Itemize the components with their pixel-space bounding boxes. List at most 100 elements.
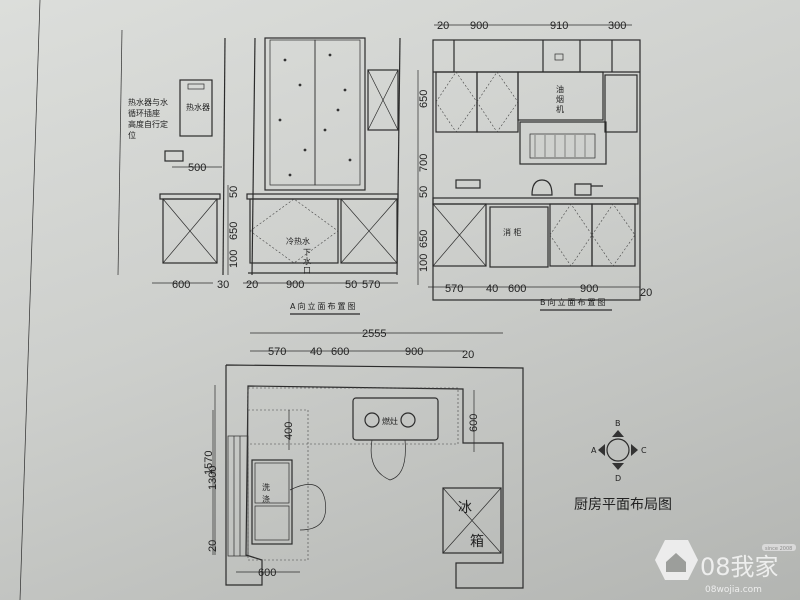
dim-label: 900 xyxy=(470,20,488,32)
home-icon xyxy=(666,553,686,572)
dim-label: 20 xyxy=(246,279,258,291)
wall-cabinet xyxy=(435,71,478,133)
elevation-a: 冷热水 下 水 口 20 900 50 570 A向立面布置图 xyxy=(243,37,401,315)
drain-label: 口 xyxy=(303,266,311,275)
range-hood xyxy=(519,121,607,165)
elevation-a-title: A向立面布置图 xyxy=(290,301,357,311)
water-label: 冷热水 xyxy=(286,236,310,246)
stove-label: 燃灶 xyxy=(382,416,398,426)
dim-label: 650 xyxy=(418,230,430,248)
refrigerator xyxy=(442,487,502,554)
dim-label: 600 xyxy=(258,567,276,579)
window xyxy=(264,37,366,191)
drain-label: 下 xyxy=(303,248,311,257)
countertop xyxy=(432,197,639,205)
kitchen-plan: 2555 570 40 600 900 20 燃灶 洗 涤 冰 箱 1570 1… xyxy=(203,328,524,589)
kettle-icon xyxy=(531,179,553,196)
dim-label: 900 xyxy=(580,283,598,295)
burner-icon xyxy=(364,412,380,428)
compass: B A C D xyxy=(591,419,647,483)
wall-cabinet xyxy=(604,74,638,133)
watermark-since: since 2008 xyxy=(765,546,792,552)
dim-label: 600 xyxy=(508,283,526,295)
heater-note: 位 xyxy=(128,130,136,140)
dim-label: 20 xyxy=(437,20,449,32)
dim-label: 570 xyxy=(268,346,286,358)
sink-label: 洗 xyxy=(262,482,270,492)
disinfect-label: 消 柜 xyxy=(503,227,522,237)
person-figure xyxy=(289,484,327,531)
dim-label: 30 xyxy=(217,279,229,291)
base-cabinet xyxy=(162,198,218,264)
heater-note: 热水器与水 xyxy=(128,97,168,107)
dim-label: 40 xyxy=(486,283,498,295)
heater-note: 高度自行定 xyxy=(128,119,168,129)
base-cabinet xyxy=(340,198,398,264)
heater-note: 循环插座 xyxy=(128,108,160,118)
dim-label: 650 xyxy=(418,90,430,108)
hood-label: 机 xyxy=(556,104,564,114)
dim-label: 600 xyxy=(172,279,190,291)
base-cabinet xyxy=(591,203,636,267)
elevation-b: 20 900 910 300 650 700 50 650 100 油 烟 机 … xyxy=(417,20,652,311)
kitchen-walls xyxy=(225,364,524,589)
range-hood-cabinet xyxy=(517,71,604,121)
compass-b: B xyxy=(615,419,621,428)
sink xyxy=(251,459,293,545)
sink-label: 涤 xyxy=(262,494,270,504)
elevation-b-title: B向立面布置图 xyxy=(540,297,608,307)
dim-label: 50 xyxy=(418,186,430,198)
dim-label: 50 xyxy=(228,186,240,198)
elevation-a-left: 热水器 热水器与水 循环插座 高度自行定 位 500 600 30 50 650… xyxy=(128,37,240,291)
sink-cabinet xyxy=(249,198,339,264)
fridge-label: 箱 xyxy=(470,534,484,550)
person-figure xyxy=(370,439,406,481)
dim-label: 650 xyxy=(228,222,240,240)
dim-label: 400 xyxy=(283,422,295,440)
burner-icon xyxy=(400,412,416,428)
dim-label: 570 xyxy=(362,279,380,291)
compass-d: D xyxy=(615,474,621,483)
base-cabinet xyxy=(432,203,487,267)
dim-label: 40 xyxy=(310,346,322,358)
dim-label: 100 xyxy=(418,254,430,272)
dim-label: 1570 xyxy=(203,451,215,475)
dim-label: 100 xyxy=(228,250,240,268)
water-heater xyxy=(179,79,213,137)
dim-label: 570 xyxy=(445,283,463,295)
watermark-url: 08wojia.com xyxy=(705,585,762,595)
compass-a: A xyxy=(591,446,597,455)
disinfection-cabinet xyxy=(489,206,549,268)
watermark-logo: 08我家 08wojia.com since 2008 xyxy=(655,540,796,595)
socket-icon xyxy=(164,150,184,162)
gas-stove xyxy=(352,397,439,441)
watermark-brand: 08我家 xyxy=(700,553,779,581)
dim-label: 20 xyxy=(462,349,474,361)
hood-label: 烟 xyxy=(556,95,564,104)
dim-label: 500 xyxy=(188,162,206,174)
hood-label: 油 xyxy=(556,84,564,94)
heater-label: 热水器 xyxy=(186,102,210,112)
dim-label: 910 xyxy=(550,20,568,32)
socket-icon xyxy=(455,179,481,189)
dim-label: 600 xyxy=(331,346,349,358)
dim-label: 900 xyxy=(405,346,423,358)
countertop xyxy=(246,193,399,200)
plan-title: 厨房平面布局图 xyxy=(574,497,672,513)
dim-label: 50 xyxy=(345,279,357,291)
dim-label: 20 xyxy=(207,540,219,552)
base-cabinet xyxy=(549,203,593,267)
wall-cabinet xyxy=(367,69,399,131)
dim-label: 20 xyxy=(640,287,652,299)
pot-icon xyxy=(574,183,603,196)
wall-line xyxy=(117,29,123,276)
dim-label: 900 xyxy=(286,279,304,291)
dim-label: 700 xyxy=(418,154,430,172)
dim-label: 600 xyxy=(468,414,480,432)
fridge-label: 冰 xyxy=(458,500,472,516)
dim-label: 1300 xyxy=(207,466,219,490)
drain-label: 水 xyxy=(303,256,311,266)
dim-label: 300 xyxy=(608,20,626,32)
dim-label: 2555 xyxy=(362,328,386,340)
